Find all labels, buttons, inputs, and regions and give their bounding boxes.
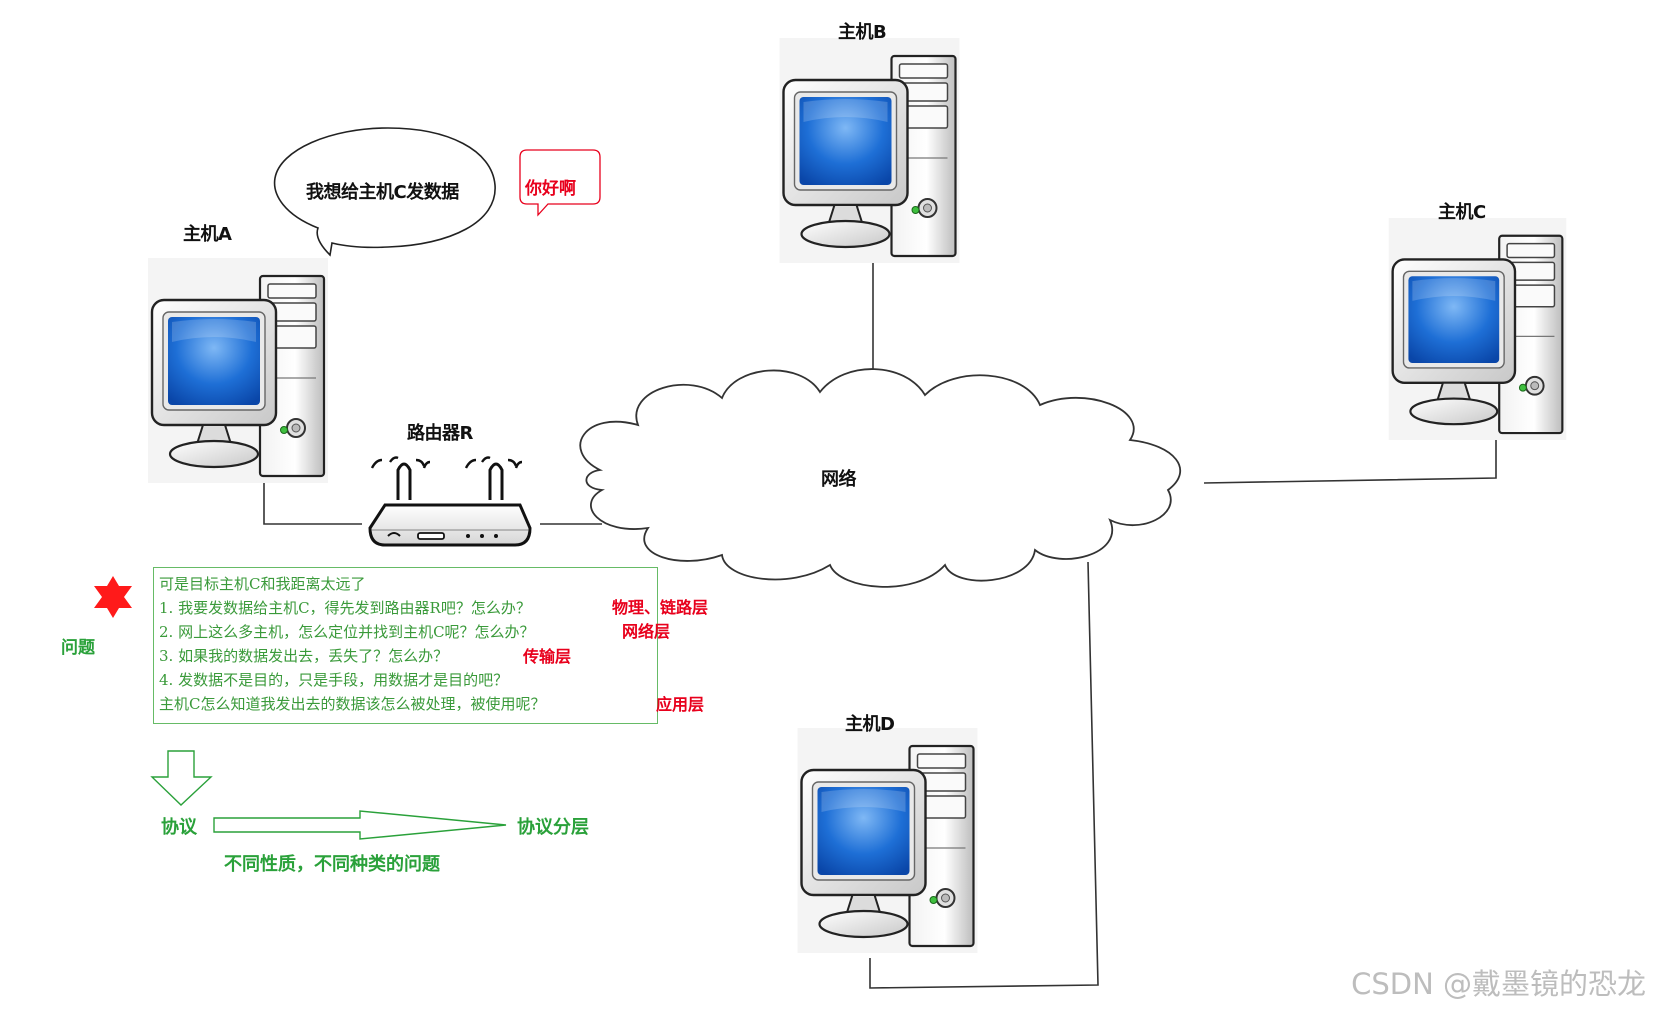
protocol-label: 协议	[161, 817, 197, 838]
protocol-layering-label: 协议分层	[517, 817, 589, 838]
host-d-label: 主机D	[845, 714, 895, 735]
layer-tag-network: 网络层	[622, 622, 671, 641]
router-icon	[368, 456, 532, 547]
speech-main-text: 我想给主机C发数据	[306, 182, 459, 203]
host-b-computer-icon	[778, 38, 961, 263]
speech-bubble-main	[273, 127, 496, 257]
star-icon	[94, 576, 132, 618]
problem-line-1: 1. 我要发数据给主机C，得先发到路由器R吧？怎么办？	[159, 599, 531, 617]
speech-bubble-reply	[519, 149, 601, 217]
problem-box	[153, 567, 658, 724]
problem-line-4: 4. 发数据不是目的，只是手段，用数据才是目的吧？	[159, 671, 509, 689]
problem-line-5: 主机C怎么知道我发出去的数据该怎么被处理，被使用呢？	[159, 695, 546, 713]
host-a-computer-icon	[148, 258, 328, 483]
layer-tag-application: 应用层	[656, 695, 705, 714]
down-arrow-icon	[150, 750, 213, 806]
problem-line-2: 2. 网上这么多主机，怎么定位并找到主机C呢？怎么办？	[159, 623, 535, 641]
connection-lines	[263, 262, 1497, 989]
problem-line-3: 3. 如果我的数据发出去，丢失了？怎么办？	[159, 647, 449, 665]
problem-line-0: 可是目标主机C和我距离太远了	[159, 575, 366, 593]
host-c-computer-icon	[1387, 218, 1568, 440]
network-cloud	[579, 368, 1181, 588]
speech-reply-text: 你好啊	[525, 179, 576, 199]
layer-tag-physical-link: 物理、链路层	[612, 598, 709, 617]
host-b-label: 主机B	[838, 22, 887, 43]
problem-nature-note: 不同性质，不同种类的问题	[224, 854, 440, 875]
watermark: CSDN @戴墨镜的恐龙	[1351, 967, 1646, 1001]
host-a-label: 主机A	[183, 224, 232, 245]
host-c-label: 主机C	[1438, 202, 1486, 223]
network-label: 网络	[821, 469, 857, 490]
router-label: 路由器R	[407, 423, 473, 444]
host-d-computer-icon	[796, 728, 979, 953]
right-arrow-icon	[213, 810, 507, 840]
problem-label: 问题	[61, 638, 95, 658]
layer-tag-transport: 传输层	[523, 647, 572, 666]
